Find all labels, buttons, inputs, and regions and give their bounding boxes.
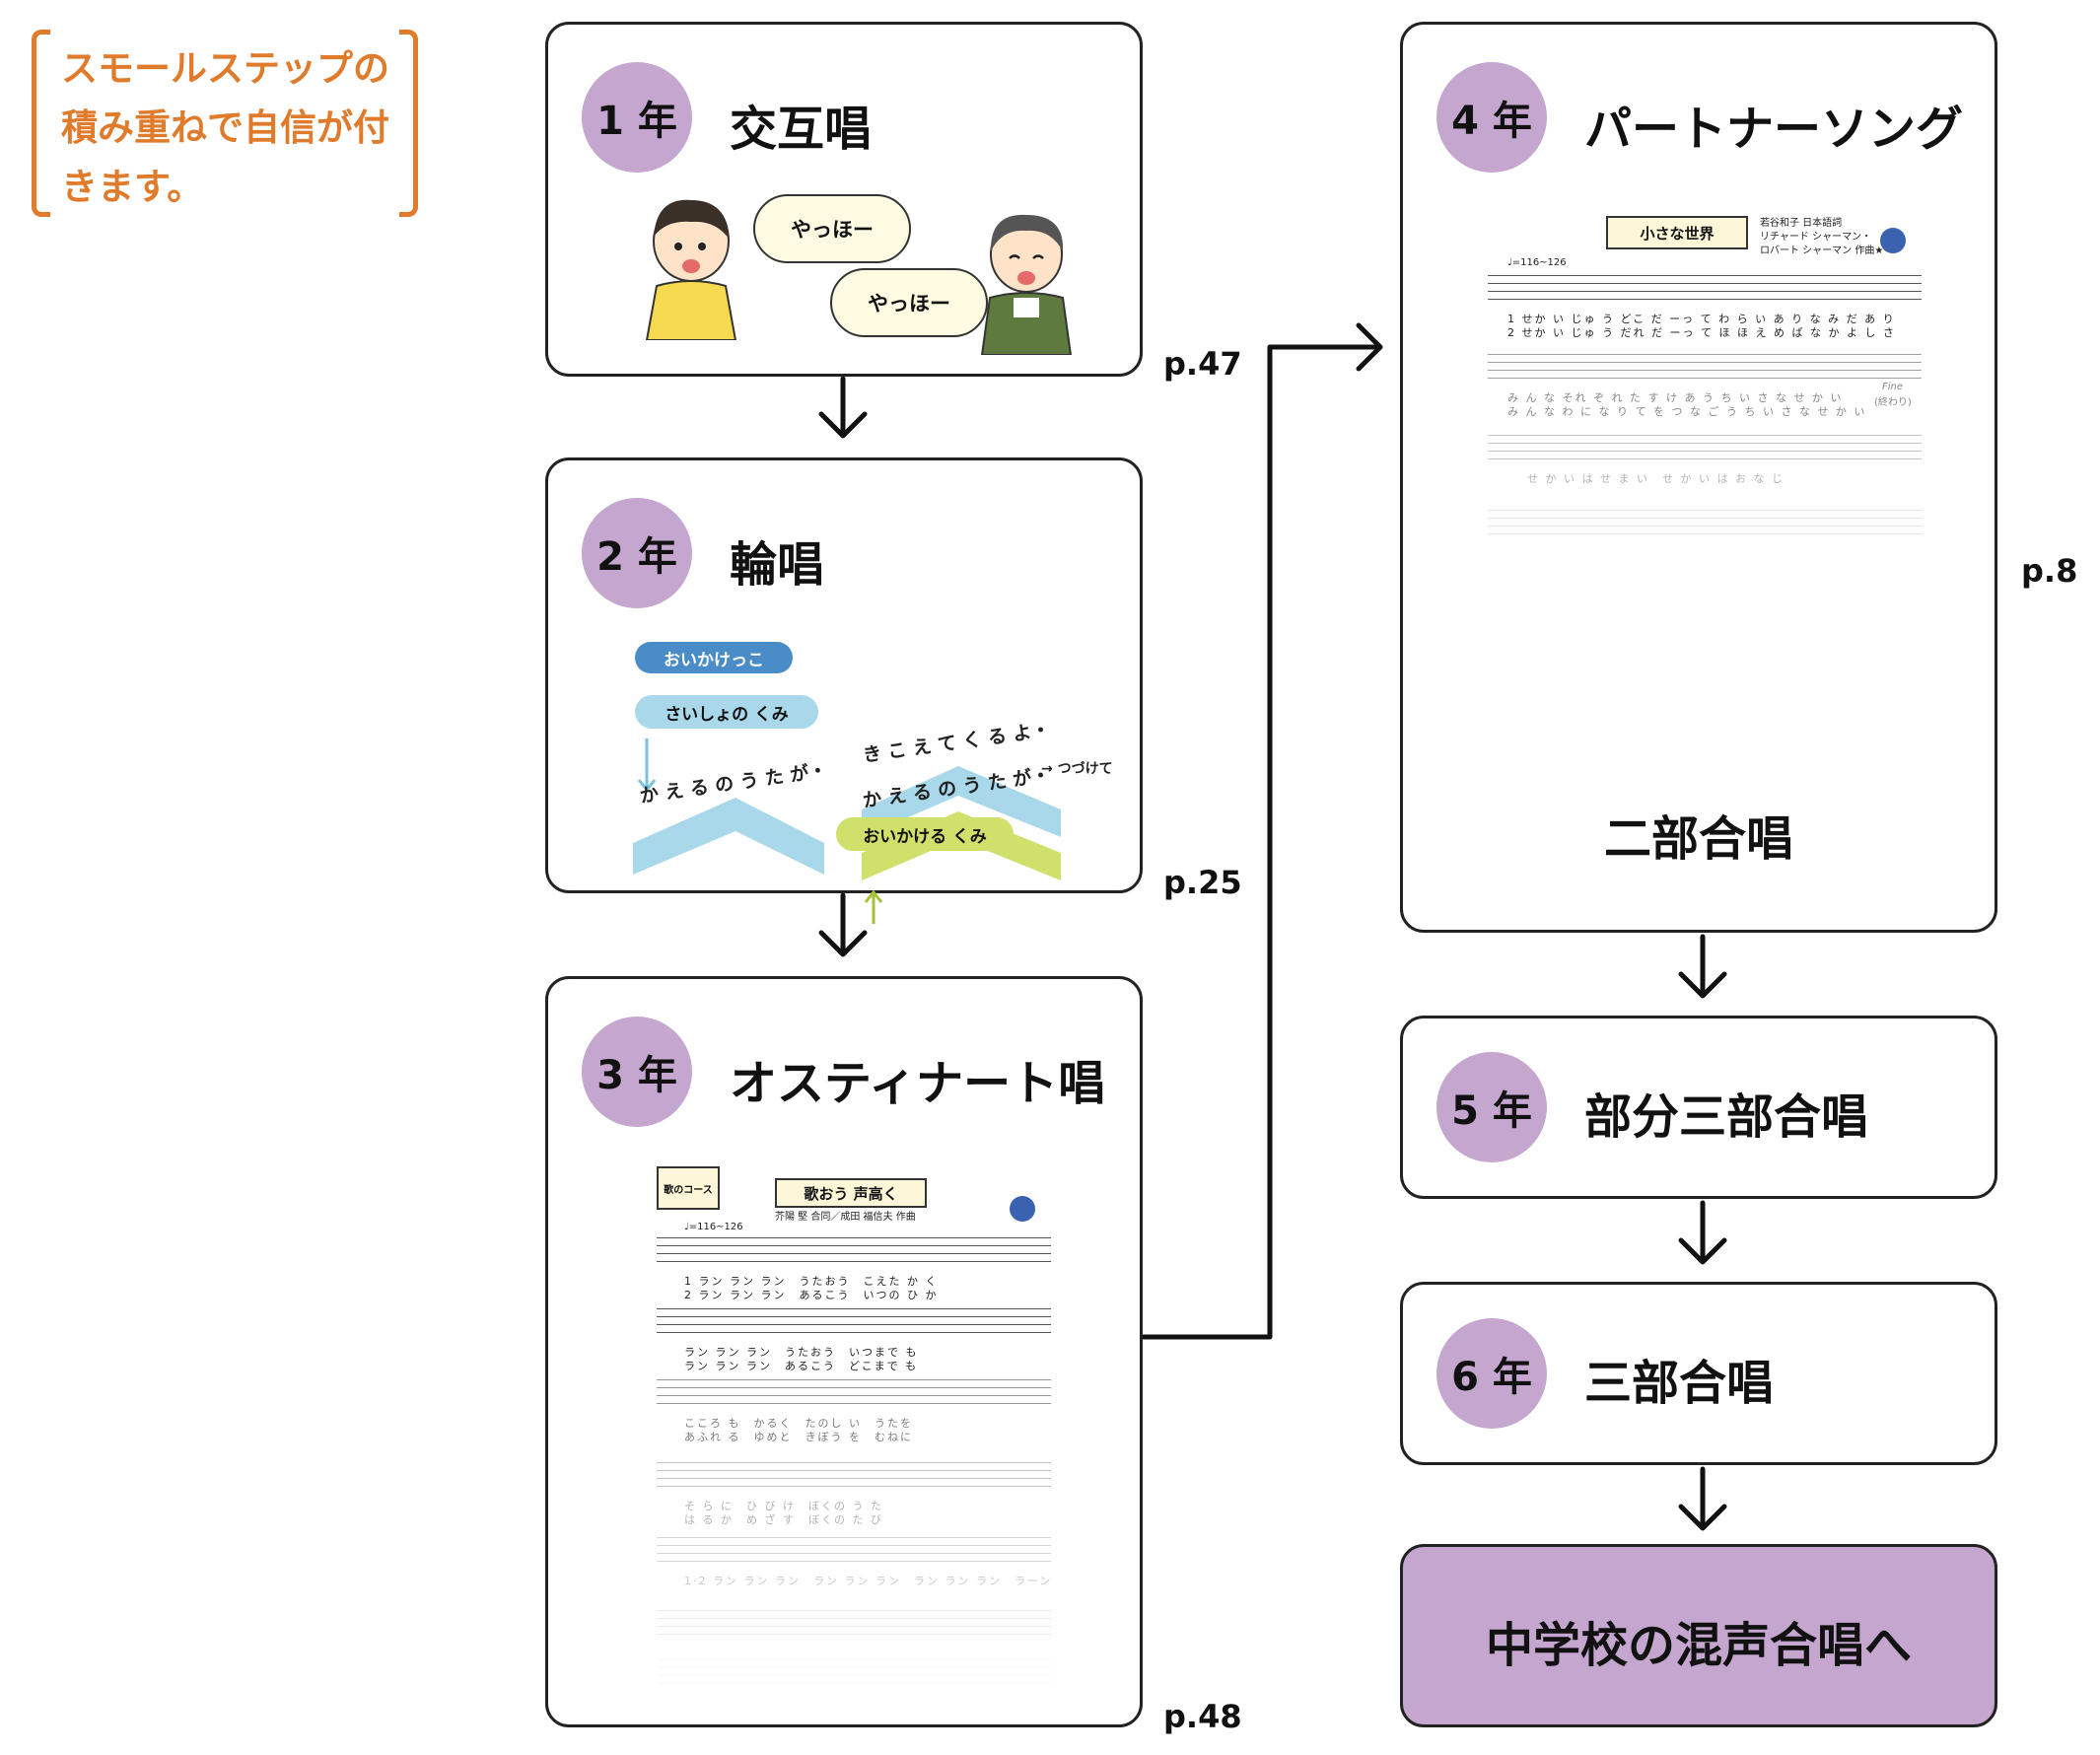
staff-4 — [657, 1462, 1051, 1494]
score-lyric-3a: こころ も かるく たのし い うたを — [684, 1417, 913, 1430]
note-line-2: 積み重ねで自信が付 — [61, 106, 389, 149]
score-partner-song: 小さな世界 若谷和子 日本語詞 リチャード シャーマン・ ロバート シャーマン … — [1488, 212, 1922, 606]
headphone-icon[interactable] — [1010, 1196, 1035, 1222]
grade-4-title: パートナーソング — [1584, 102, 1964, 157]
score-lyric-2b: み ん な わ に な り て を つ な ご う ち い さ な せ か い — [1507, 405, 1867, 418]
continue-label: → つづけて — [1041, 761, 1113, 777]
score-lyric-4a: そ ら に ひ び け ぼくの う た — [684, 1500, 883, 1512]
note-bracket-right — [399, 30, 418, 217]
arrow-1-to-2 — [818, 376, 868, 439]
score-credit-3: ロバート シャーマン 作曲★ — [1760, 246, 1884, 256]
staff-1 — [1488, 275, 1922, 307]
note-text: スモールステップの 積み重ねで自信が付 きます。 — [61, 39, 394, 217]
grade-1-page: p.47 — [1163, 345, 1242, 383]
grade-1-title: 交互唱 — [730, 102, 873, 157]
arrow-2-to-3 — [818, 892, 868, 957]
note-callout: スモールステップの 積み重ねで自信が付 きます。 — [32, 30, 418, 217]
grade-3-card: 3 年 オスティナート唱 歌のコース 歌おう 声高く 芥陽 堅 合同／成田 福信… — [545, 976, 1143, 1727]
score-tempo: ♩=116~126 — [684, 1222, 743, 1232]
note-line-1: スモールステップの — [61, 47, 389, 90]
speech-bubble-2: やっほー — [830, 268, 988, 337]
score-lyric-2a: み ん な それ ぞ れ た す け あ う ち い さ な せ か い — [1507, 391, 1844, 404]
grade-4-page: p.8 — [2021, 552, 2078, 590]
staff-1 — [657, 1237, 1051, 1269]
final-card: 中学校の混声合唱へ — [1400, 1544, 1997, 1727]
speech-bubble-1: やっほー — [753, 194, 911, 263]
arrow-5-to-6 — [1678, 1200, 1727, 1265]
staff-2 — [657, 1308, 1051, 1340]
score-lyric-5: 1·2 ラン ラン ラン ラン ラン ラン ラン ラン ラン ラーン — [684, 1575, 1053, 1587]
grade-4-card: 4 年 パートナーソング 小さな世界 若谷和子 日本語詞 リチャード シャーマン… — [1400, 22, 1997, 933]
staff-7 — [657, 1659, 1051, 1691]
note-line-3: きます。 — [61, 166, 204, 208]
score-lyric-2b: ラン ラン ラン あるこう どこまで も — [684, 1360, 919, 1372]
staff-2 — [1488, 354, 1922, 386]
staff-6 — [657, 1610, 1051, 1642]
grade-2-badge: 2 年 — [582, 498, 692, 608]
score-lyric-4b: は る か め ざ す ぼくの た び — [684, 1513, 883, 1526]
grade-1-badge: 1 年 — [582, 62, 692, 173]
staff-3 — [1488, 435, 1922, 466]
grade-5-card: 5 年 部分三部合唱 — [1400, 1016, 1997, 1199]
grade-6-card: 6 年 三部合唱 — [1400, 1282, 1997, 1465]
final-title: 中学校の混声合唱へ — [1485, 1618, 1912, 1673]
score-lyric-2a: ラン ラン ラン うたおう いつまで も — [684, 1346, 919, 1359]
grade-5-title: 部分三部合唱 — [1584, 1089, 1869, 1145]
grade-3-title: オスティナート唱 — [730, 1056, 1106, 1111]
staff-5 — [657, 1537, 1051, 1569]
score-tempo: ♩=116~126 — [1507, 257, 1567, 268]
staff-4 — [1488, 510, 1922, 541]
grade-6-title: 三部合唱 — [1584, 1356, 1775, 1411]
arrow-3-to-4 — [1141, 322, 1383, 1340]
score-credit-2: リチャード シャーマン・ — [1760, 232, 1872, 243]
fine-note: (終わり) — [1874, 397, 1912, 408]
staff-3 — [657, 1379, 1051, 1411]
arrow-6-to-final — [1678, 1466, 1727, 1531]
score-credit: 芥陽 堅 合同／成田 福信夫 作曲 — [775, 1212, 916, 1223]
round-song-label: おいかけっこ — [635, 642, 793, 673]
grade-1-card: 1 年 交互唱 やっほー やっほー — [545, 22, 1143, 377]
arrow-4-to-5 — [1678, 934, 1727, 999]
score-title: 小さな世界 — [1606, 216, 1748, 249]
grade-2-card: 2 年 輪唱 おいかけっこ さいしょの くみ か え る の う た が・ き … — [545, 457, 1143, 924]
grade-4-subtitle: 二部合唱 — [1603, 811, 1793, 867]
score-lyric-1a: 1 ラン ラン ラン うたおう こえた か く — [684, 1275, 939, 1288]
grade-3-badge: 3 年 — [582, 1017, 692, 1127]
second-group-label: おいかける くみ — [836, 817, 1014, 851]
child-left-illustration — [645, 199, 737, 340]
headphone-icon[interactable] — [1880, 228, 1906, 253]
score-credit-1: 若谷和子 日本語詞 — [1760, 218, 1843, 229]
score-lyric-1b: 2 せか い じゅ う だれ だ ーっ て ほ ほ え め ば な か よ し … — [1507, 326, 1896, 339]
first-group-label: さいしょの くみ — [635, 695, 818, 729]
grade-4-badge: 4 年 — [1436, 62, 1547, 173]
grade-3-page: p.48 — [1163, 1698, 1242, 1735]
score-ostinato: 歌のコース 歌おう 声高く 芥陽 堅 合同／成田 福信夫 作曲 ♩=116~12… — [657, 1166, 1051, 1699]
score-lyric-3b: あふれ る ゆめと きぼう を むねに — [684, 1431, 913, 1443]
score-lyric-1a: 1 せか い じゅ う どこ だ ーっ て わ ら い あ り な み だ あ … — [1507, 313, 1896, 325]
grade-5-badge: 5 年 — [1436, 1052, 1547, 1162]
note-bracket-left — [32, 30, 50, 217]
course-label: 歌のコース — [657, 1166, 720, 1210]
fine-mark: Fine — [1882, 382, 1904, 392]
score-lyric-1b: 2 ラン ラン ラン あるこう いつの ひ か — [684, 1289, 939, 1301]
grade-2-page: p.25 — [1163, 864, 1242, 901]
grade-6-badge: 6 年 — [1436, 1318, 1547, 1429]
child-right-illustration — [980, 214, 1073, 355]
grade-2-title: 輪唱 — [730, 537, 825, 593]
score-title: 歌おう 声高く — [775, 1178, 927, 1208]
score-lyric-3: せ か い は せ ま い せ か い は お な じ — [1527, 472, 1785, 485]
